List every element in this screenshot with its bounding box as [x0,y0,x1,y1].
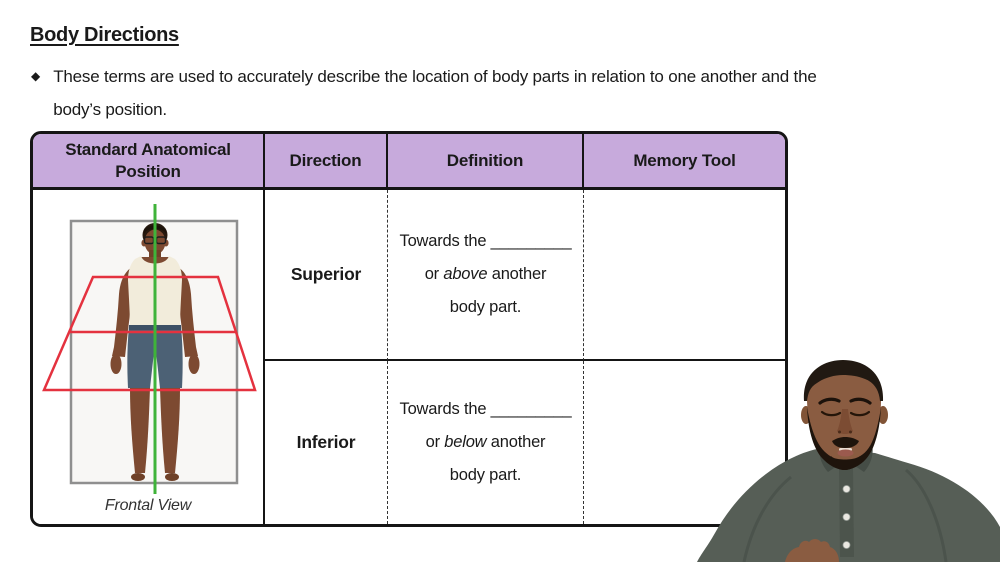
bullet-text-line1: These terms are used to accurately descr… [53,67,817,86]
body-directions-table: Standard Anatomical Position Direction D… [30,131,788,527]
definition-cell-inferior: Towards the _________ or below another b… [388,361,584,524]
instructor-shirt [697,449,1000,562]
definition-line2: or below another [425,433,546,451]
direction-cell-inferior: Inferior [265,361,388,524]
direction-cell-superior: Superior [265,190,388,361]
definition-line3: body part. [449,466,522,484]
definition-line3: body part. [449,298,522,316]
transverse-plane-outline [42,275,257,392]
definition-line1: Towards the _________ [399,232,572,250]
diamond-bullet-icon: ◆ [31,69,41,83]
header-direction: Direction [265,134,388,190]
bullet-point: ◆ These terms are used to accurately des… [31,60,817,126]
bullet-text-line2: body’s position. [53,100,167,119]
definition-line2: or above another [424,265,547,283]
memory-tool-cell-superior [584,190,785,361]
instructor-head [801,360,888,470]
header-memory-tool: Memory Tool [584,134,785,190]
instructor-hand [785,539,839,562]
definition-cell-superior: Towards the _________ or above another b… [388,190,584,361]
definition-line1: Towards the _________ [399,400,572,418]
instructor-video-overlay [697,360,1000,562]
anatomical-position-cell: Frontal View [33,190,265,524]
figure-caption: Frontal View [104,497,192,514]
anatomical-figure-illustration [42,204,257,494]
header-definition: Definition [388,134,584,190]
bullet-text: These terms are used to accurately descr… [53,60,817,126]
page-title: Body Directions [30,24,179,46]
header-standard-anatomical-position: Standard Anatomical Position [33,134,265,190]
